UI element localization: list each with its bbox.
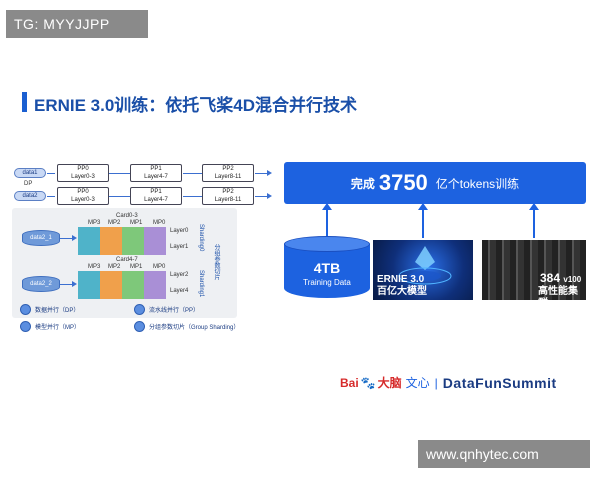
- mp0-label-a: MP0: [153, 220, 166, 226]
- mp3-label-b: MP3: [88, 264, 101, 270]
- banner-number: 3750: [378, 170, 428, 195]
- layer-label-a1: Layer1: [170, 244, 189, 250]
- group-sharding-label: 分组参数切片: [213, 244, 219, 280]
- dp-icon: [20, 304, 31, 315]
- banner-prefix: 完成: [350, 176, 375, 191]
- paw-icon: 🐾: [360, 375, 376, 390]
- data1-pill: data1: [14, 168, 46, 178]
- watermark-bottom: www.qnhytec.com: [418, 440, 590, 468]
- sharding1-label: Sharding1: [198, 270, 204, 298]
- dp-label: DP: [24, 181, 33, 187]
- mp2-label-a: MP2: [108, 220, 121, 226]
- mp-icon: [20, 321, 31, 332]
- banner-suffix: 亿个tokens训练: [435, 176, 520, 191]
- legend-sharding: 分组参数切片（Group Sharding）: [134, 321, 239, 332]
- baidu-brain-text: 大脑: [377, 376, 402, 390]
- sharding-icon: [134, 321, 145, 332]
- cluster-desc: 高性能集群: [538, 286, 578, 309]
- legend-dp: 数据并行（DP）: [20, 304, 79, 315]
- card-label-b: Card4-7: [116, 257, 138, 263]
- layer-label-b1: Layer4: [170, 288, 189, 294]
- datafunsummit-logo: DataFunSummit: [442, 374, 557, 391]
- gpu-count-line: 384 v100: [540, 271, 582, 285]
- footer-brand: Bai 🐾 大脑 文心 | DataFunSummit: [340, 374, 557, 391]
- storage-label: Training Data: [303, 278, 351, 287]
- model-name: ERNIE 3.0: [377, 274, 425, 285]
- arrow-model: [422, 208, 424, 238]
- mp2-label-b: MP2: [108, 264, 121, 270]
- baidu-logo-text: Bai: [340, 375, 359, 390]
- card-group-a: [78, 227, 166, 255]
- storage-value: 4TB: [313, 260, 341, 276]
- data2-2-database: data2_2: [22, 276, 60, 292]
- gpu-cluster-image: 384 v100 高性能集群: [482, 240, 586, 309]
- arrow-up-icon: [322, 203, 332, 210]
- arrow-storage: [326, 208, 328, 236]
- watermark-top: TG: MYYJJPP: [6, 10, 148, 38]
- arrow-up-icon: [418, 203, 428, 210]
- mp0-label-b: MP0: [153, 264, 166, 270]
- sharding-panel: [12, 208, 237, 318]
- training-data-cylinder: 4TB Training Data: [284, 236, 370, 300]
- mp1-label-b: MP1: [130, 264, 143, 270]
- slide-title: ERNIE 3.0训练：依托飞桨4D混合并行技术: [34, 96, 358, 115]
- ernie-model-image: ERNIE 3.0 百亿大模型: [373, 240, 473, 300]
- model-desc: 百亿大模型: [377, 286, 427, 297]
- legend-mp: 模型并行（MP）: [20, 321, 80, 332]
- pp-arrow: [109, 173, 145, 174]
- layer-label-a0: Layer0: [170, 228, 189, 234]
- title-accent-bar: [22, 92, 27, 112]
- mp3-label-a: MP3: [88, 220, 101, 226]
- card-group-b: [78, 271, 166, 299]
- data2-pill: data2: [14, 191, 46, 201]
- footer-separator: |: [434, 375, 438, 390]
- pp-icon: [134, 304, 145, 315]
- mp1-label-a: MP1: [130, 220, 143, 226]
- tokens-banner: 完成 3750 亿个tokens训练: [284, 162, 586, 204]
- layer-label-b0: Layer2: [170, 272, 189, 278]
- wenxin-text: 文心: [405, 376, 430, 390]
- arrow-cluster: [533, 208, 535, 238]
- legend-pp: 流水线并行（PP）: [134, 304, 199, 315]
- data2-1-database: data2_1: [22, 230, 60, 246]
- arrow-up-icon: [529, 203, 539, 210]
- sharding0-label: Sharding0: [198, 224, 204, 252]
- card-label-a: Card0-3: [116, 213, 138, 219]
